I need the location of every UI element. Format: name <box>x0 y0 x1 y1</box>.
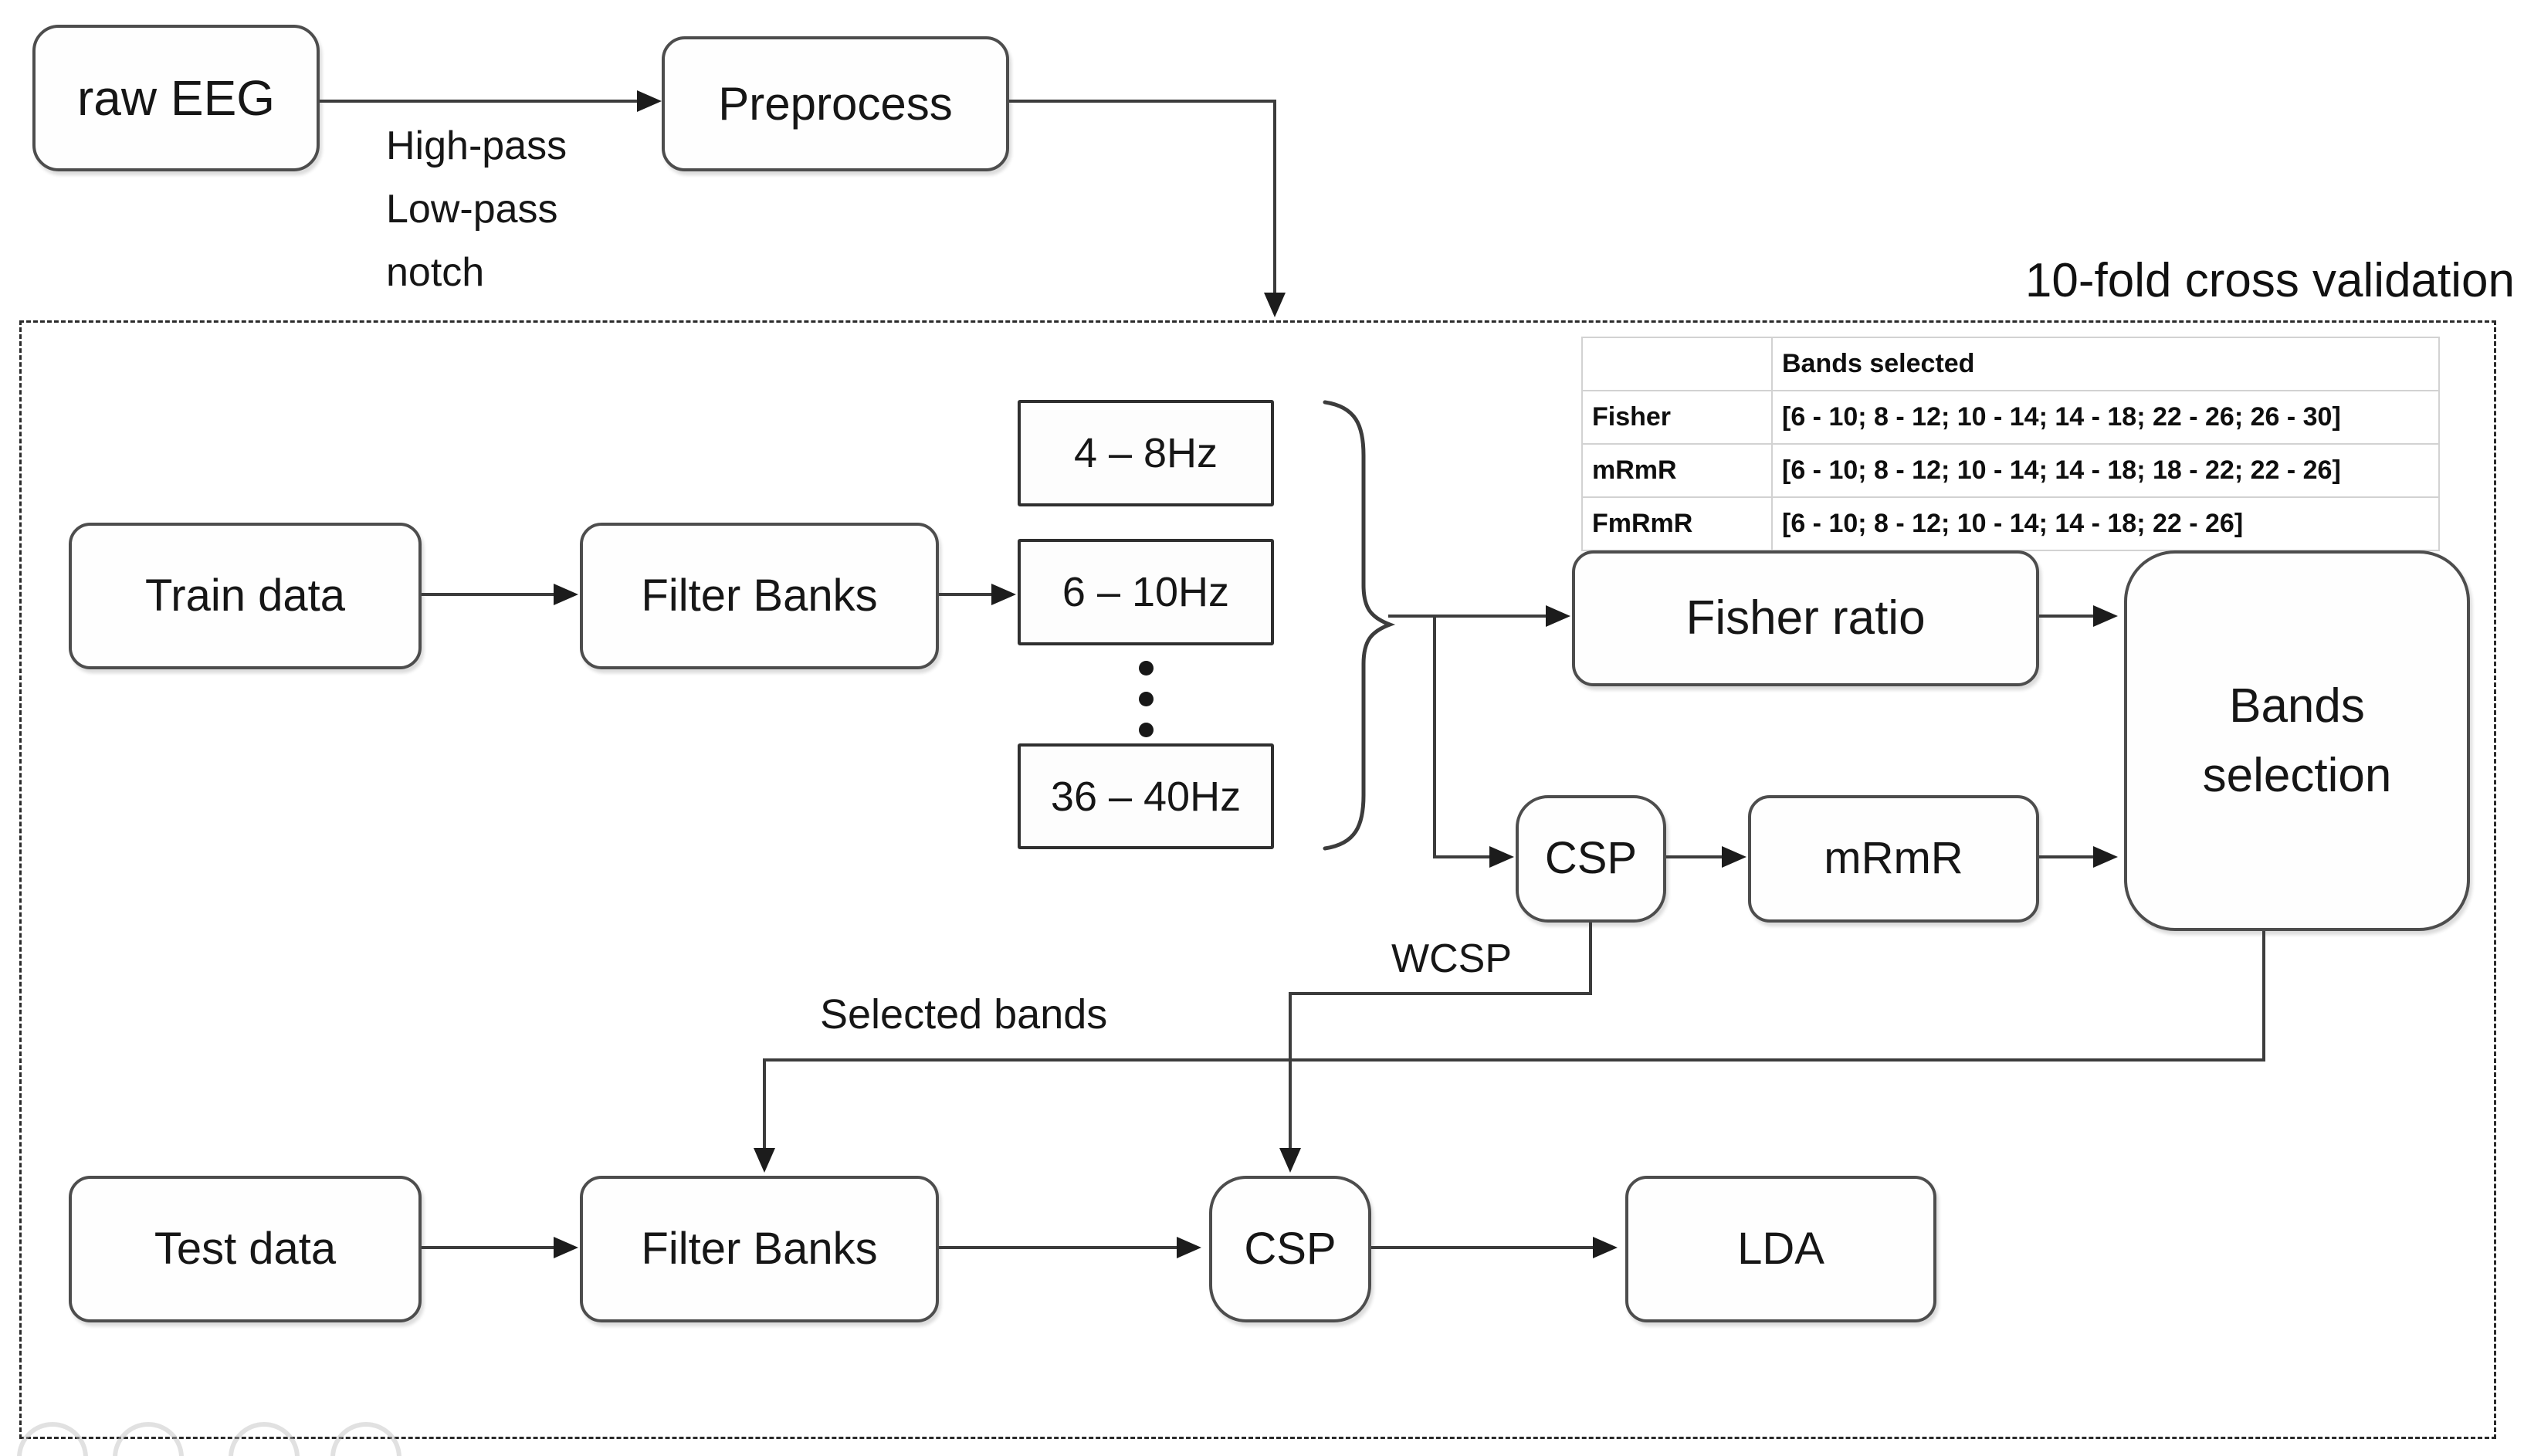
node-band-4-8hz: 4 – 8Hz <box>1018 400 1274 506</box>
node-band-36-40hz-label: 36 – 40Hz <box>1050 773 1242 820</box>
table-bands-fmrmr: [6 - 10; 8 - 12; 10 - 14; 14 - 18; 22 - … <box>1771 496 2440 551</box>
node-mrmr-label: mRmR <box>1824 833 1963 884</box>
table-row: Fisher [6 - 10; 8 - 12; 10 - 14; 14 - 18… <box>1581 390 2440 445</box>
node-preprocess: Preprocess <box>662 36 1009 171</box>
table-row: mRmR [6 - 10; 8 - 12; 10 - 14; 14 - 18; … <box>1581 443 2440 498</box>
arrowhead-into-fisher <box>1546 605 1570 627</box>
bands-selected-table: Bands selected Fisher [6 - 10; 8 - 12; 1… <box>1581 337 2440 551</box>
label-high-pass: High-pass <box>386 124 567 168</box>
edge-preprocess-elbow-h <box>1009 100 1276 103</box>
node-train-data: Train data <box>69 523 422 669</box>
label-wcsp: WCSP <box>1391 936 1512 981</box>
node-bands-selection: Bands selection <box>2124 550 2470 931</box>
edge-selbands-h <box>763 1058 2265 1062</box>
node-train-data-label: Train data <box>145 570 345 621</box>
node-raw-eeg: raw EEG <box>32 25 320 171</box>
edge-csp-lda <box>1371 1246 1594 1249</box>
edge-filterbanks-bands <box>939 593 993 596</box>
node-fisher-ratio-label: Fisher ratio <box>1685 591 1926 645</box>
label-notch: notch <box>386 250 485 295</box>
edge-selbands-v1 <box>2262 931 2265 1062</box>
node-band-6-10hz-label: 6 – 10Hz <box>1062 569 1230 615</box>
arrowhead-into-filterbanks-bottom <box>754 1148 775 1173</box>
arrowhead-into-preprocess <box>637 90 662 112</box>
table-header-row: Bands selected <box>1581 337 2440 391</box>
node-band-4-8hz-label: 4 – 8Hz <box>1073 430 1218 476</box>
table-method-fisher: Fisher <box>1581 390 1773 445</box>
table-method-mrmr: mRmR <box>1581 443 1773 498</box>
edge-wcsp-v2 <box>1289 992 1292 1150</box>
edge-csp-mrmr <box>1666 855 1723 858</box>
arrowhead-fisher-bandssel <box>2093 605 2118 627</box>
edge-train-filterbanks <box>422 593 555 596</box>
edge-wcsp-v1 <box>1589 923 1592 995</box>
node-csp-top-label: CSP <box>1544 833 1638 884</box>
node-lda-label: LDA <box>1737 1223 1824 1274</box>
node-filter-banks-top-label: Filter Banks <box>641 570 878 621</box>
node-preprocess-label: Preprocess <box>718 78 953 130</box>
label-selected-bands: Selected bands <box>820 991 1108 1038</box>
arrowhead-into-band-6-10 <box>991 584 1016 605</box>
node-lda: LDA <box>1625 1176 1936 1322</box>
node-filter-banks-bottom: Filter Banks <box>580 1176 939 1322</box>
node-csp-top: CSP <box>1516 795 1666 923</box>
edge-mrmr-bandssel <box>2039 855 2095 858</box>
edge-selbands-v2 <box>763 1058 766 1150</box>
edge-branch-csp <box>1433 855 1491 858</box>
table-header-empty <box>1581 337 1773 391</box>
preprocess-filter-labels: High-pass Low-pass notch <box>386 114 567 304</box>
cross-validation-region <box>19 320 2496 1439</box>
node-test-data-label: Test data <box>154 1223 337 1274</box>
arrowhead-into-csp-bottom <box>1279 1148 1301 1173</box>
node-raw-eeg-label: raw EEG <box>76 69 276 126</box>
arrowhead-into-lda <box>1593 1237 1618 1258</box>
node-csp-bottom-label: CSP <box>1244 1223 1337 1274</box>
region-title: 10-fold cross validation <box>2024 254 2515 307</box>
edge-filterbanks-csp <box>939 1246 1178 1249</box>
table-row: FmRmR [6 - 10; 8 - 12; 10 - 14; 14 - 18;… <box>1581 496 2440 551</box>
arrowhead-into-filterbanks-top <box>554 584 578 605</box>
arrowhead-filterbanks-csp <box>1177 1237 1201 1258</box>
ellipsis-dot <box>1139 723 1154 737</box>
table-bands-mrmr: [6 - 10; 8 - 12; 10 - 14; 14 - 18; 18 - … <box>1771 443 2440 498</box>
table-header-bands-selected: Bands selected <box>1771 337 2440 391</box>
node-mrmr: mRmR <box>1748 795 2039 923</box>
ellipsis-dot <box>1139 661 1154 676</box>
edge-preprocess-elbow-v <box>1273 100 1276 294</box>
edge-test-filterbanks <box>422 1246 555 1249</box>
node-band-6-10hz: 6 – 10Hz <box>1018 539 1274 645</box>
edge-fisher-bandssel <box>2039 615 2095 618</box>
node-filter-banks-top: Filter Banks <box>580 523 939 669</box>
node-filter-banks-bottom-label: Filter Banks <box>641 1223 878 1274</box>
arrowhead-into-mrmr <box>1722 846 1746 868</box>
edge-raweeg-preprocess <box>320 100 639 103</box>
edge-brace-fisher <box>1388 615 1549 618</box>
node-bands-selection-label: Bands selection <box>2202 679 2392 802</box>
table-method-fmrmr: FmRmR <box>1581 496 1773 551</box>
node-band-36-40hz: 36 – 40Hz <box>1018 743 1274 849</box>
node-test-data: Test data <box>69 1176 422 1322</box>
edge-wcsp-h <box>1289 992 1592 995</box>
arrowhead-test-filterbanks <box>554 1237 578 1258</box>
ellipsis-dot <box>1139 692 1154 706</box>
arrowhead-into-csp-top <box>1489 846 1514 868</box>
edge-branch-down <box>1433 615 1436 858</box>
node-fisher-ratio: Fisher ratio <box>1572 550 2039 686</box>
node-csp-bottom: CSP <box>1209 1176 1371 1322</box>
label-low-pass: Low-pass <box>386 187 558 232</box>
arrowhead-mrmr-bandssel <box>2093 846 2118 868</box>
table-bands-fisher: [6 - 10; 8 - 12; 10 - 14; 14 - 18; 22 - … <box>1771 390 2440 445</box>
arrowhead-into-region <box>1264 293 1286 317</box>
